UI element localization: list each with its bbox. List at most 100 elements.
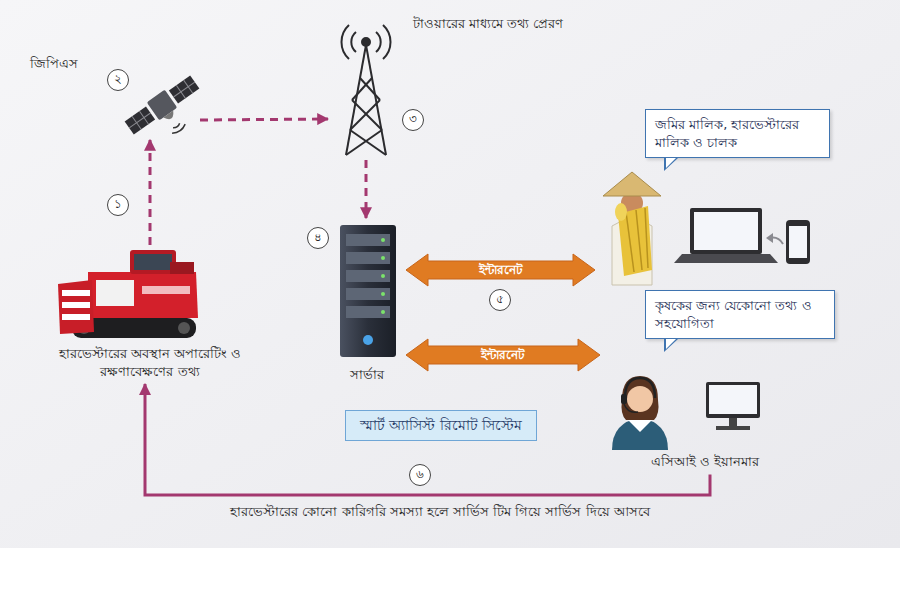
callout-number: ৩ (402, 109, 424, 131)
tower-node: টাওয়ারের মাধ্যমে তথ্য প্রেরণ (328, 14, 628, 160)
callout-number: ২ (107, 69, 129, 91)
tower-icon (362, 38, 370, 46)
harvester-illustration (62, 302, 90, 308)
server-illustration (363, 335, 373, 345)
tower-icon (352, 78, 372, 100)
server-illustration (340, 225, 396, 357)
harvester-node: হারভেস্টারের অবস্থান অপারেটিং ও রক্ষণাবে… (40, 245, 260, 384)
harvester-illustration (134, 254, 172, 270)
flow-arrow (200, 119, 328, 120)
farmer-illustration (603, 172, 661, 196)
node-caption: এসিআই ও ইয়ানমার (620, 453, 790, 471)
harvester-illustration (88, 272, 198, 318)
satellite-icon (170, 121, 187, 136)
laptop-icon (690, 208, 762, 254)
edge-label: ইন্টারনেট (477, 347, 529, 363)
harvester-illustration (130, 250, 176, 274)
callout-number: ৫ (489, 289, 511, 311)
harvester-illustration (58, 280, 94, 334)
background (0, 0, 900, 548)
speech-bubble: কৃষকের জন্য যেকোনো তথ্য ও সহযোগিতা (645, 290, 835, 339)
farmer-illustration (636, 210, 642, 270)
satellite-icon (163, 111, 176, 122)
laptop-icon (674, 208, 778, 263)
farmer-illustration (603, 172, 661, 285)
node-caption: হারভেস্টারের অবস্থান অপারেটিং ও রক্ষণাবে… (40, 345, 260, 380)
monitor-icon (709, 385, 757, 414)
satellite-icon (173, 82, 194, 97)
farmer-node: জমির মালিক, হারভেস্টারের মালিক ও চালক (595, 105, 835, 285)
farmer-illustration (615, 203, 627, 221)
server-illustration (346, 270, 390, 282)
laptop-icon (694, 212, 758, 250)
monitor-icon (729, 418, 737, 426)
server-illustration (346, 234, 390, 246)
callout-number: ৪ (307, 227, 329, 249)
phone-icon (786, 220, 810, 264)
server-illustration (340, 225, 396, 357)
node-caption: জিপিএস (30, 55, 78, 73)
operator-illustration (624, 404, 638, 412)
server-illustration (346, 288, 390, 300)
server-illustration (346, 252, 390, 264)
server-illustration (381, 292, 385, 296)
system-title: স্মার্ট অ্যাসিস্ট রিমোট সিস্টেম (345, 410, 537, 441)
phone-icon (789, 226, 807, 258)
callout-number: ১ (107, 194, 129, 216)
operator-illustration (628, 420, 652, 432)
edge-label: হারভেস্টারের কোনো কারিগরি সমস্যা হলে সার… (230, 503, 650, 521)
operator-node: কৃষকের জন্য যেকোনো তথ্য ও সহযোগিতা এসিআই … (600, 288, 840, 475)
flow-arrow (149, 140, 152, 245)
gps-node: জিপিএস (25, 55, 200, 140)
tower-icon (341, 25, 390, 59)
harvester-illustration (96, 280, 134, 306)
harvester-illustration (62, 290, 90, 296)
laptop-icon (674, 254, 778, 263)
satellite-icon (123, 73, 213, 154)
tower-icon (341, 25, 390, 155)
node-caption: টাওয়ারের মাধ্যমে তথ্য প্রেরণ (413, 15, 563, 33)
flow-arrow (365, 160, 368, 218)
monitor-icon (716, 426, 750, 430)
callout-number: ৬ (409, 464, 431, 486)
monitor-icon (706, 382, 760, 430)
tower-icon (350, 130, 386, 155)
tower-icon (351, 32, 380, 52)
harvester-illustration (58, 250, 198, 338)
server-illustration (381, 310, 385, 314)
satellite-icon (129, 113, 150, 128)
operator-illustration (622, 376, 659, 420)
satellite-icon (125, 106, 155, 134)
farmer-illustration (626, 212, 634, 272)
harvester-illustration (178, 322, 190, 334)
farmer-illustration (645, 208, 648, 268)
server-illustration (381, 256, 385, 260)
operator-illustration (612, 376, 668, 450)
satellite-icon (169, 76, 199, 104)
phone-icon (766, 233, 773, 243)
node-caption: সার্ভার (328, 366, 406, 384)
harvester-illustration (142, 286, 190, 294)
server-illustration (346, 306, 390, 318)
flow-arrow (145, 384, 710, 495)
server-illustration (381, 274, 385, 278)
edge-label: ইন্টারনেট (475, 262, 527, 278)
operator-illustration (627, 386, 653, 412)
operator-illustration (612, 418, 668, 450)
operator-illustration (621, 394, 627, 404)
system-box: স্মার্ট অ্যাসিস্ট রিমোট সিস্টেম (345, 410, 537, 441)
tower-icon (346, 130, 382, 155)
phone-icon (766, 220, 810, 264)
tower-icon (352, 100, 382, 130)
server-illustration (381, 238, 385, 242)
internet-arrow (406, 339, 600, 371)
tower-icon (350, 100, 380, 130)
operator-illustration (625, 378, 655, 398)
harvester-illustration (62, 314, 90, 320)
server-node: সার্ভার (328, 218, 406, 388)
internet-arrow (406, 254, 595, 286)
speech-bubble: জমির মালিক, হারভেস্টারের মালিক ও চালক (645, 109, 830, 158)
monitor-icon (706, 382, 760, 418)
harvester-illustration (170, 262, 194, 274)
